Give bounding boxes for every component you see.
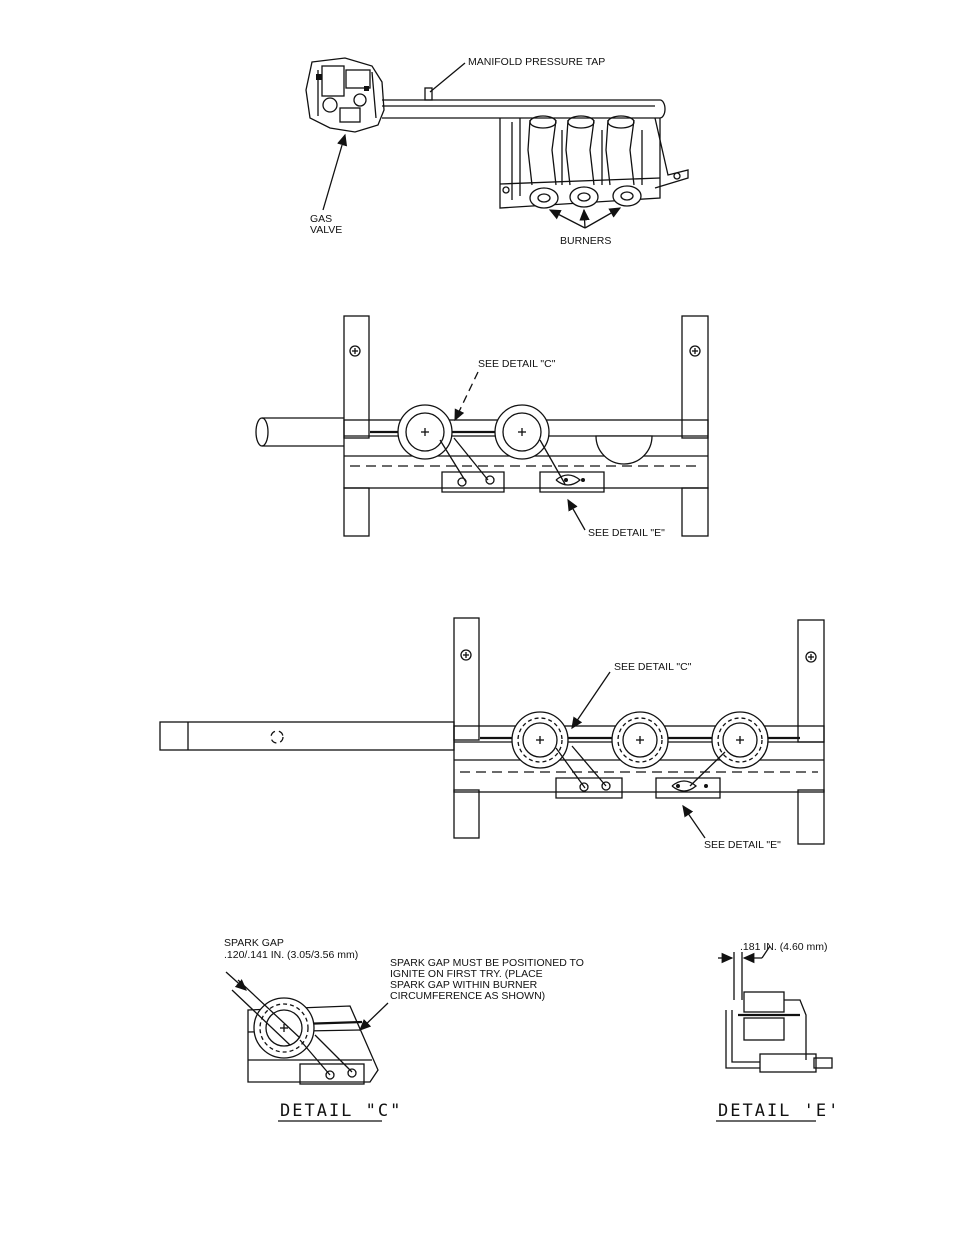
spark-gap-dimension: .120/.141 IN. (3.05/3.56 mm) bbox=[224, 949, 358, 961]
manifold-pipe-view2 bbox=[255, 417, 344, 447]
see-detail-c-label-2: SEE DETAIL "C" bbox=[614, 661, 692, 673]
detail-e: .181 IN. (4.60 mm) DETAIL 'E' bbox=[716, 941, 840, 1122]
right-bracket-3 bbox=[797, 619, 825, 845]
left-bracket-3 bbox=[453, 617, 480, 839]
burner-1 bbox=[527, 115, 559, 209]
manifold-pipe-view3 bbox=[159, 721, 455, 751]
see-detail-c-label-1: SEE DETAIL "C" bbox=[478, 358, 556, 370]
burner-head-1 bbox=[397, 404, 453, 460]
detail-c-title: DETAIL "C" bbox=[280, 1101, 402, 1121]
burner-head-3c bbox=[711, 711, 769, 769]
spark-gap-label: SPARK GAP bbox=[224, 937, 284, 949]
burner-head-3b bbox=[611, 711, 669, 769]
figure-three-burner-view: SEE DETAIL "C" SEE DETAIL "E" bbox=[159, 617, 825, 851]
spark-gap-note-line4: CIRCUMFERENCE AS SHOWN) bbox=[390, 990, 545, 1002]
spark-gap-note-line1: SPARK GAP MUST BE POSITIONED TO bbox=[390, 957, 584, 969]
burner-head-2 bbox=[494, 404, 550, 460]
igniter-bracket-1 bbox=[439, 437, 505, 493]
burner-tubes bbox=[527, 115, 643, 209]
igniter-bracket-2 bbox=[539, 439, 605, 493]
igniter-bracket-3a bbox=[555, 745, 623, 799]
igniter-bracket-3b bbox=[655, 751, 726, 799]
burners-label: BURNERS bbox=[560, 235, 611, 247]
gas-valve-label-line1: GAS bbox=[310, 213, 332, 225]
detail-e-title: DETAIL 'E' bbox=[718, 1101, 840, 1121]
gas-valve-label-line2: VALVE bbox=[310, 224, 342, 236]
manifold-pressure-tap-label: MANIFOLD PRESSURE TAP bbox=[468, 56, 605, 68]
see-detail-e-label-2: SEE DETAIL "E" bbox=[704, 839, 781, 851]
figure-two-burner-view: SEE DETAIL "C" SEE DETAIL "E" bbox=[255, 315, 709, 539]
burner-2 bbox=[565, 115, 599, 208]
burner-head-3a bbox=[511, 711, 569, 769]
manifold-pressure-tap bbox=[424, 87, 433, 101]
see-detail-e-label-1: SEE DETAIL "E" bbox=[588, 527, 665, 539]
left-bracket bbox=[343, 315, 370, 537]
right-bracket bbox=[681, 315, 709, 537]
figure-manifold-assembly: MANIFOLD PRESSURE TAP GAS VALVE BURNERS bbox=[305, 56, 689, 247]
manifold-pipe bbox=[382, 99, 666, 119]
detail-e-dimension: .181 IN. (4.60 mm) bbox=[740, 941, 828, 953]
burner-3 bbox=[605, 115, 642, 207]
gas-valve bbox=[305, 57, 385, 133]
detail-c: SPARK GAP .120/.141 IN. (3.05/3.56 mm) S… bbox=[224, 937, 584, 1122]
spark-gap-note-line3: SPARK GAP WITHIN BURNER bbox=[390, 979, 538, 991]
spark-gap-note-line2: IGNITE ON FIRST TRY. (PLACE bbox=[390, 968, 543, 980]
